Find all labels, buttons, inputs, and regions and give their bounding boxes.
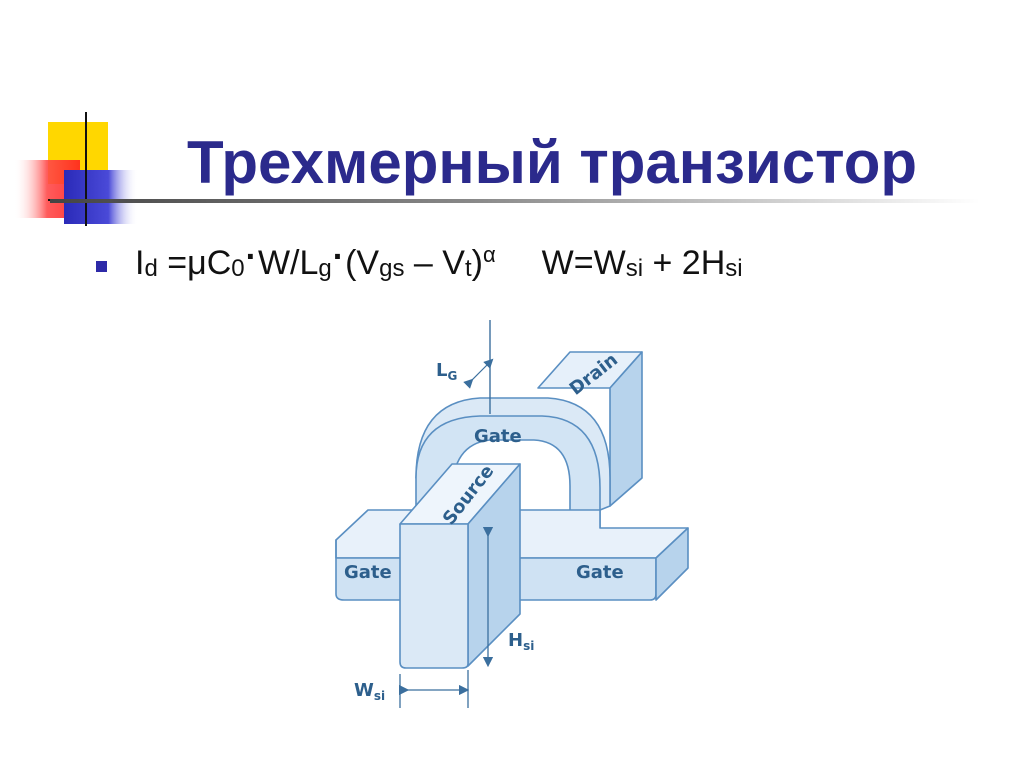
finfet-diagram: Drain Source Gate Gate Gate LG Hsi Wsi [335, 320, 689, 708]
svg-text:Hsi: Hsi [508, 630, 534, 653]
lg-label: L [436, 360, 447, 381]
svg-text:LG: LG [436, 360, 457, 383]
gate-top-label: Gate [474, 426, 522, 447]
bullet-square-icon [96, 260, 107, 272]
hsi-sub-label: si [523, 639, 534, 653]
hsi-label: H [508, 630, 523, 651]
lg-dimension-arrow [463, 358, 494, 389]
lg-sub-label: G [447, 369, 457, 383]
deco-blue-square [64, 170, 138, 224]
source-fin-front [399, 523, 469, 669]
wsi-sub-label: si [374, 689, 385, 703]
formula-bullet: Id =μC0·W/Lg·(Vgs – Vt)α W=Wsi + 2Hsi [96, 238, 743, 288]
wsi-label: W [354, 680, 374, 701]
gate-left-label: Gate [344, 562, 392, 583]
decorative-corner-squares [14, 112, 138, 226]
width-formula-text: W=Wsi + 2Hsi [541, 243, 743, 282]
gate-base-side [655, 527, 689, 601]
svg-text:Wsi: Wsi [354, 680, 385, 703]
title-divider [50, 199, 980, 203]
formula-text: Id =μC0·W/Lg·(Vgs – Vt)α [135, 237, 496, 282]
slide-title: Трехмерный транзистор [186, 129, 918, 197]
gate-right-label: Gate [576, 562, 624, 583]
